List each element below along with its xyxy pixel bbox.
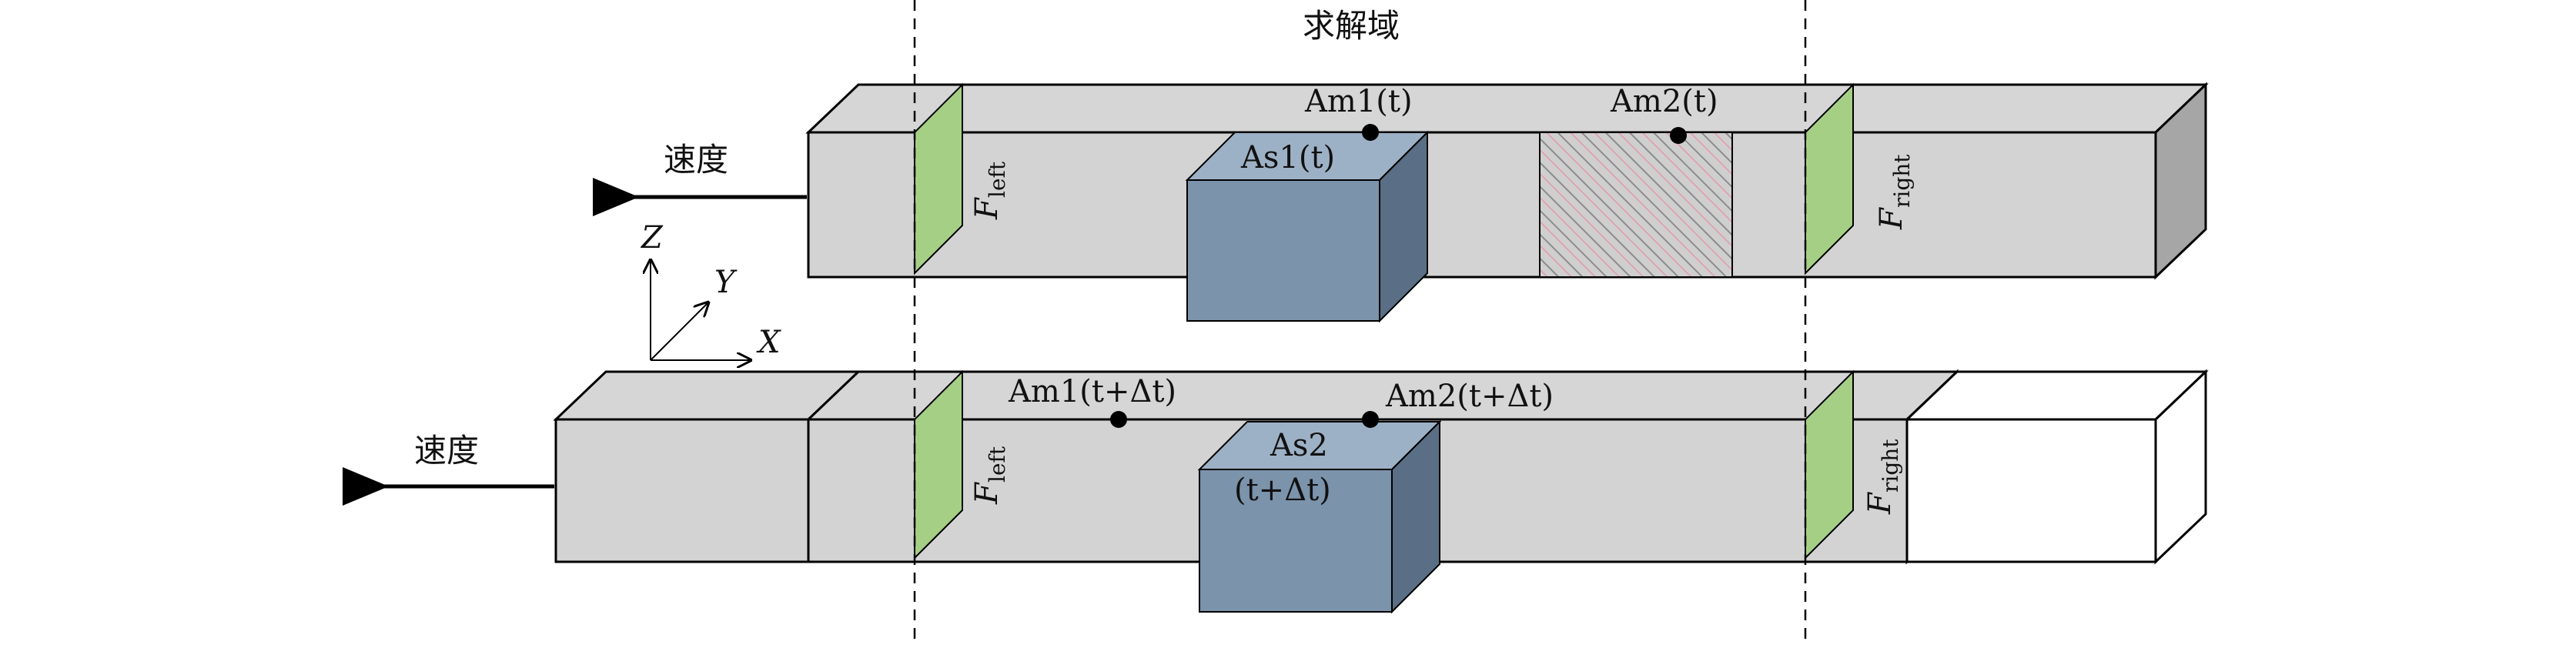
domain-title: 求解域 xyxy=(1303,7,1400,45)
svg-text:right: right xyxy=(1878,439,1903,493)
bottom-right-ext-front xyxy=(1905,418,2157,563)
am2-label: Am2(t) xyxy=(1610,84,1718,119)
y-axis xyxy=(650,302,708,361)
hatched-region xyxy=(1539,132,1733,278)
coordinate-axes xyxy=(651,260,751,360)
as2-label-line2: (t+Δt) xyxy=(1234,473,1331,508)
bottom-beam: Am1(t+Δt) Am2(t+Δt) As2 (t+Δt) F left F … xyxy=(553,369,2209,614)
svg-text:F: F xyxy=(1874,207,1909,230)
svg-text:F: F xyxy=(969,482,1005,505)
z-axis-label: Z xyxy=(640,220,664,256)
top-f-right-plane xyxy=(1805,82,1854,276)
top-f-right-label: F right xyxy=(1874,154,1915,230)
top-beam-front-face xyxy=(807,131,2157,279)
am2-dt-label: Am2(t+Δt) xyxy=(1385,379,1554,414)
bottom-left-ext-top xyxy=(553,370,861,421)
bottom-f-left-label: F left xyxy=(969,446,1010,505)
bottom-beam-top-face xyxy=(805,370,1960,421)
am1-dt-label: Am1(t+Δt) xyxy=(1008,374,1176,409)
bottom-left-ext-front xyxy=(554,418,810,563)
x-axis-label: X xyxy=(756,325,781,360)
bottom-speed-label: 速度 xyxy=(414,432,479,469)
top-beam: Am1(t) Am2(t) As1(t) F left F right xyxy=(805,82,2209,323)
as1-block-side xyxy=(1379,130,1428,323)
bottom-right-ext-end xyxy=(2154,369,2207,565)
am2-point xyxy=(1670,127,1687,144)
as2-block-front xyxy=(1199,469,1393,613)
top-f-left-plane xyxy=(914,82,963,276)
top-beam-top-face xyxy=(805,83,2209,134)
top-speed-label: 速度 xyxy=(664,141,728,179)
as1-block-front xyxy=(1186,179,1380,322)
am1-dt-point xyxy=(1110,411,1127,428)
as2-label-line1: As2 xyxy=(1270,428,1328,463)
svg-text:left: left xyxy=(985,161,1010,198)
am2-dt-point xyxy=(1362,411,1379,428)
as2-block-side xyxy=(1391,419,1440,614)
svg-text:F: F xyxy=(969,197,1005,220)
as1-label: As1(t) xyxy=(1240,140,1335,175)
y-axis-label: Y xyxy=(714,265,738,300)
svg-text:right: right xyxy=(1889,154,1915,208)
top-beam-end-face xyxy=(2154,82,2207,280)
am1-point xyxy=(1362,124,1379,141)
svg-text:F: F xyxy=(1862,492,1898,515)
am1-label: Am1(t) xyxy=(1304,84,1413,119)
svg-text:left: left xyxy=(985,446,1010,483)
top-f-left-label: F left xyxy=(969,161,1010,220)
bottom-right-ext-top xyxy=(1904,370,2209,421)
bottom-f-right-label: F right xyxy=(1862,439,1903,515)
